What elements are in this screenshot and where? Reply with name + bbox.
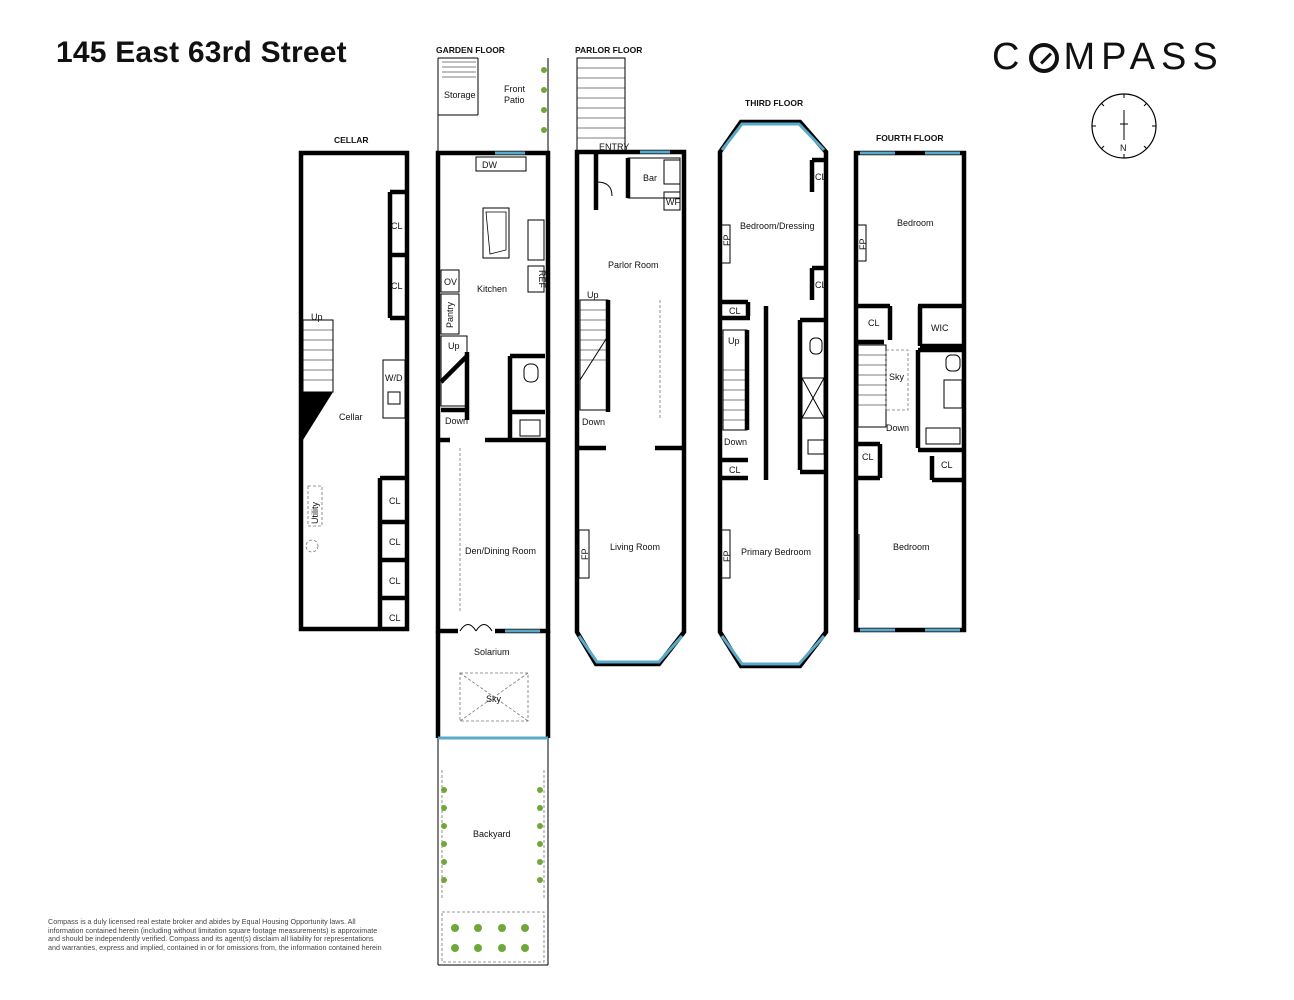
third-fp-label-2: FP: [722, 550, 732, 562]
cellar-closet-label-6: CL: [389, 613, 401, 623]
compass-north-icon: N: [1091, 93, 1157, 159]
cellar-closet-label-3: CL: [389, 496, 401, 506]
garden-dw-label: DW: [482, 160, 497, 170]
logo-o-mark: [1029, 43, 1060, 73]
garden-ref-label: REF: [537, 270, 547, 289]
parlor-entry-label: ENTRY: [599, 142, 629, 152]
garden-kitchen-label: Kitchen: [477, 284, 507, 294]
parlor-room-label: Parlor Room: [608, 260, 659, 270]
parlor-fp-label: FP: [580, 548, 590, 560]
fourth-bedroom-label-2: Bedroom: [893, 542, 930, 552]
garden-storage-label: Storage: [444, 90, 476, 100]
compass-north-label: N: [1120, 143, 1127, 153]
cellar-up-label: Up: [311, 312, 323, 322]
fourth-bedroom-label-1: Bedroom: [897, 218, 934, 228]
third-closet-label-4: CL: [729, 465, 741, 475]
cellar-utility-label: Utility: [310, 502, 320, 524]
third-floor-plan: Bedroom/Dressing FP CL CL CL CL Up Down …: [717, 119, 829, 669]
third-closet-label-1: CL: [815, 172, 827, 182]
fourth-closet-label-3: CL: [941, 460, 953, 470]
cellar-closet-label-1: CL: [391, 221, 403, 231]
logo-letter-c: C: [992, 36, 1026, 78]
garden-ov-label: OV: [444, 277, 457, 287]
third-down-label: Down: [724, 437, 747, 447]
third-primary-bedroom-label: Primary Bedroom: [741, 547, 811, 557]
legal-disclaimer: Compass is a duly licensed real estate b…: [48, 917, 382, 952]
front-patio-line-2: Patio: [504, 95, 525, 105]
garden-backyard-label: Backyard: [473, 829, 511, 839]
page-title: 145 East 63rd Street: [56, 36, 347, 69]
third-bedroom-dressing-label: Bedroom/Dressing: [740, 221, 815, 231]
third-closet-label-2: CL: [815, 280, 827, 290]
garden-pantry-label: Pantry: [445, 301, 455, 328]
floor-title-cellar: CELLAR: [334, 135, 368, 145]
third-closet-label-3: CL: [729, 306, 741, 316]
garden-down-label: Down: [445, 416, 468, 426]
floor-title-third: THIRD FLOOR: [745, 98, 803, 108]
parlor-wf-label: WF: [666, 197, 680, 207]
floor-title-garden: GARDEN FLOOR: [436, 45, 505, 55]
garden-sky-label: Sky: [486, 694, 502, 704]
fourth-closet-label-2: CL: [862, 452, 874, 462]
garden-solarium-label: Solarium: [474, 647, 510, 657]
fourth-fp-label: FP: [858, 238, 868, 250]
parlor-bar-label: Bar: [643, 173, 657, 183]
cellar-room-label: Cellar: [339, 412, 363, 422]
third-fp-label-1: FP: [722, 234, 732, 246]
cellar-closet-label-5: CL: [389, 576, 401, 586]
cellar-plan: Up Cellar W/D Utility CL CL CL CL CL CL: [298, 150, 410, 632]
parlor-down-label: Down: [582, 417, 605, 427]
front-patio-line-1: Front: [504, 84, 526, 94]
parlor-living-room-label: Living Room: [610, 542, 660, 552]
logo-letters-mpass: MPASS: [1063, 36, 1224, 78]
cellar-wd-label: W/D: [385, 373, 403, 383]
garden-den-dining-label: Den/Dining Room: [465, 546, 536, 556]
fourth-wic-label: WIC: [931, 323, 949, 333]
cellar-closet-label-2: CL: [391, 281, 403, 291]
third-up-label: Up: [728, 336, 740, 346]
fourth-down-label: Down: [886, 423, 909, 433]
compass-logo: C MPASS: [992, 36, 1224, 79]
parlor-floor-plan: ENTRY Bar WF Parlor Room Up Down Living …: [574, 57, 687, 667]
fourth-closet-label-1: CL: [868, 318, 880, 328]
garden-up-label: Up: [448, 341, 460, 351]
floor-title-fourth: FOURTH FLOOR: [876, 133, 944, 143]
cellar-closet-label-4: CL: [389, 537, 401, 547]
fourth-sky-label: Sky: [889, 372, 905, 382]
parlor-up-label: Up: [587, 290, 599, 300]
fourth-floor-plan: Bedroom FP CL WIC Sky Down CL CL Bedroom: [853, 150, 967, 633]
floor-title-parlor: PARLOR FLOOR: [575, 45, 642, 55]
